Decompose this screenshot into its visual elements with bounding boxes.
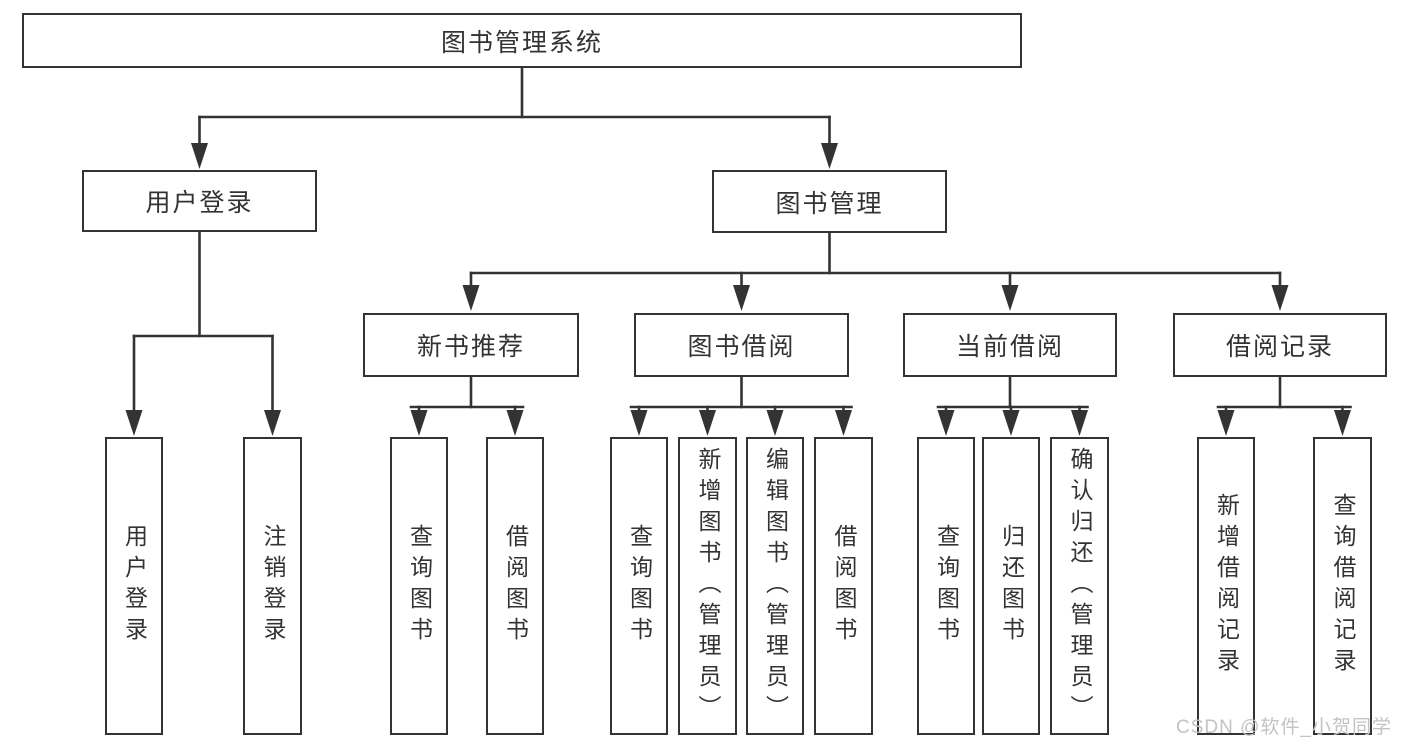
arrow-down-icon bbox=[264, 410, 281, 436]
leaf-query-books-borrowing: 查询图书 bbox=[610, 437, 668, 735]
node-label: 确认归还（管理员） bbox=[1067, 446, 1093, 726]
arrow-down-icon bbox=[1001, 285, 1019, 311]
node-label: 注销登录 bbox=[260, 524, 286, 648]
arrow-down-icon bbox=[1002, 410, 1020, 436]
node-label: 新书推荐 bbox=[416, 333, 525, 361]
arrow-down-icon bbox=[1071, 410, 1088, 436]
arrow-down-icon bbox=[191, 143, 208, 169]
leaf-add-book-admin: 新增图书（管理员） bbox=[678, 437, 737, 735]
arrow-down-icon bbox=[462, 285, 480, 311]
node-label: 图书借阅 bbox=[687, 333, 796, 361]
leaf-logout: 注销登录 bbox=[243, 437, 302, 735]
node-label: 编辑图书（管理员） bbox=[762, 446, 789, 726]
node-book-management: 图书管理 bbox=[712, 170, 947, 233]
arrow-down-icon bbox=[835, 410, 852, 436]
node-new-book-recommend: 新书推荐 bbox=[363, 313, 579, 377]
node-label: 图书管理系统 bbox=[440, 28, 603, 57]
arrowhead-icons bbox=[125, 143, 1351, 436]
connector-root-to-level2 bbox=[198, 66, 831, 149]
arrow-down-icon bbox=[937, 410, 955, 436]
leaf-borrow-books: 借阅图书 bbox=[814, 437, 873, 735]
node-label: 归还图书 bbox=[998, 524, 1025, 648]
connector-new-book-branch bbox=[409, 375, 525, 414]
node-borrowing-records: 借阅记录 bbox=[1173, 313, 1387, 377]
leaf-add-borrow-record: 新增借阅记录 bbox=[1197, 437, 1255, 735]
node-current-borrowing: 当前借阅 bbox=[903, 313, 1117, 377]
node-label: 查询图书 bbox=[933, 524, 960, 648]
leaf-query-books-recommend: 查询图书 bbox=[390, 437, 448, 735]
leaf-query-borrow-record: 查询借阅记录 bbox=[1313, 437, 1372, 735]
arrow-down-icon bbox=[699, 410, 716, 436]
node-label: 当前借阅 bbox=[955, 333, 1064, 361]
leaf-borrow-books-recommend: 借阅图书 bbox=[486, 437, 544, 735]
leaf-query-books-current: 查询图书 bbox=[917, 437, 975, 735]
arrow-down-icon bbox=[766, 410, 784, 436]
arrow-down-icon bbox=[1217, 410, 1235, 436]
leaf-edit-book-admin: 编辑图书（管理员） bbox=[746, 437, 804, 735]
arrow-down-icon bbox=[1334, 410, 1351, 436]
arrow-down-icon bbox=[506, 410, 524, 436]
node-label: 查询借阅记录 bbox=[1330, 493, 1356, 679]
node-user-login: 用户登录 bbox=[82, 170, 317, 232]
leaf-confirm-return-admin: 确认归还（管理员） bbox=[1050, 437, 1109, 735]
node-label: 用户登录 bbox=[121, 524, 148, 648]
node-label: 查询图书 bbox=[406, 524, 433, 648]
node-label: 查询图书 bbox=[626, 524, 653, 648]
connector-book-mgmt-branch bbox=[469, 231, 1282, 289]
connector-current-borrow-branch bbox=[936, 375, 1089, 414]
arrow-down-icon bbox=[821, 143, 838, 169]
arrow-down-icon bbox=[630, 410, 648, 436]
csdn-watermark: CSDN @软件_小贺同学 bbox=[1176, 717, 1392, 738]
node-label: 用户登录 bbox=[145, 189, 254, 217]
node-label: 新增图书（管理员） bbox=[695, 446, 721, 726]
node-label: 借阅记录 bbox=[1225, 333, 1334, 361]
node-label: 借阅图书 bbox=[502, 524, 529, 648]
arrow-down-icon bbox=[733, 285, 750, 311]
node-book-borrowing: 图书借阅 bbox=[634, 313, 849, 377]
node-label: 图书管理 bbox=[775, 189, 884, 218]
leaf-user-login: 用户登录 bbox=[105, 437, 163, 735]
arrow-down-icon bbox=[1271, 285, 1289, 311]
node-library-management-system: 图书管理系统 bbox=[22, 13, 1022, 68]
arrow-down-icon bbox=[125, 410, 143, 436]
arrow-down-icon bbox=[410, 410, 428, 436]
connector-user-login-branch bbox=[132, 230, 274, 414]
node-label: 借阅图书 bbox=[831, 524, 857, 648]
connector-borrow-records-branch bbox=[1216, 375, 1352, 414]
node-label: 新增借阅记录 bbox=[1213, 493, 1240, 679]
leaf-return-book: 归还图书 bbox=[982, 437, 1040, 735]
connector-book-borrow-branch bbox=[629, 375, 853, 414]
